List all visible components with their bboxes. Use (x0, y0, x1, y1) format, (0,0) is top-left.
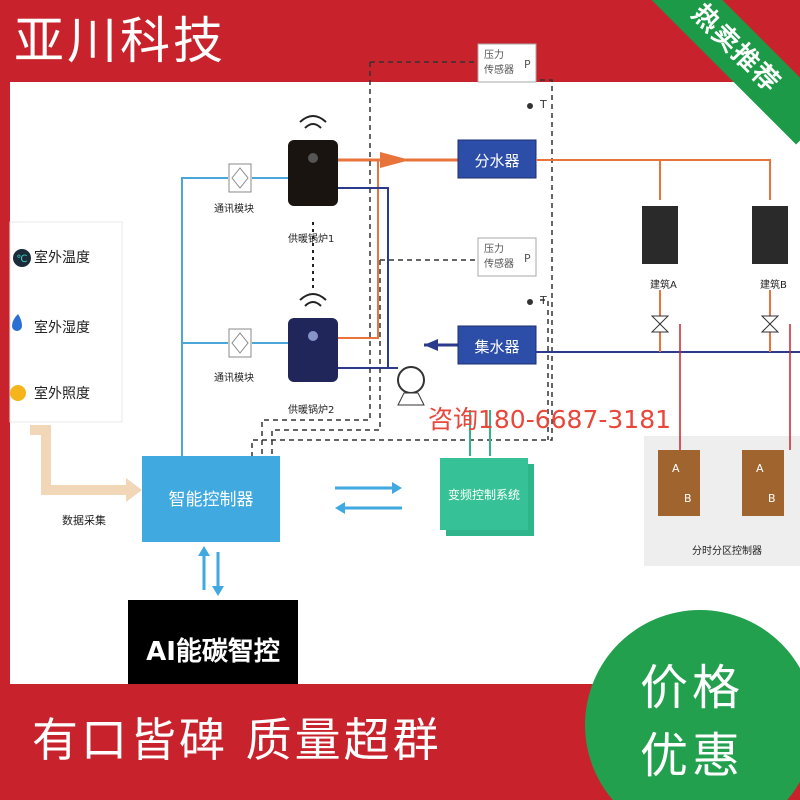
exchange-arrowhead-right (392, 482, 402, 494)
boiler-2 (288, 318, 338, 382)
zone-unit-1-a: A (672, 462, 680, 475)
pressure-sensor-2-label-1: 压力 (484, 242, 504, 255)
pressure-sensor-1-p: P (524, 58, 531, 71)
supply-arrow (380, 152, 410, 168)
ai-brand-label: AI能碳智控 (146, 636, 280, 667)
updown-arrowhead-up (198, 546, 210, 556)
comm-line-1 (181, 177, 228, 456)
brand-name: 亚川科技 (0, 0, 310, 82)
boiler-1 (288, 140, 338, 206)
building-a (642, 206, 678, 264)
boiler-1-gauge (308, 153, 318, 163)
zone-signal-lines (679, 324, 791, 450)
building-risers (659, 290, 771, 352)
updown-arrowhead-down (212, 586, 224, 596)
zone-unit-2-a: A (756, 462, 764, 475)
collector-label: 集水器 (474, 338, 519, 356)
supply-pipe-2 (338, 160, 379, 339)
pressure-sensor-2 (477, 237, 537, 277)
price-badge-line-1: 价格 (640, 660, 745, 716)
signal-line-2 (271, 259, 478, 456)
pump-base (397, 392, 425, 406)
distributor (457, 139, 537, 179)
smart-controller (142, 456, 280, 542)
valve-b (760, 315, 780, 333)
pressure-sensor-1-label-1: 压力 (484, 48, 504, 61)
comm-module-2 (228, 328, 252, 358)
signal-line-3 (251, 79, 553, 456)
price-badge-line-2: 优惠 (640, 728, 745, 784)
comm-module-2-icon (231, 332, 249, 354)
exchange-arrowhead-left (335, 502, 345, 514)
sensor-label-illuminance: 室外照度 (34, 385, 90, 402)
comm-module-1-icon (231, 167, 249, 189)
temp-label-2: T (539, 294, 547, 307)
smart-controller-label: 智能控制器 (169, 490, 254, 510)
signal-line-1 (261, 61, 478, 456)
comm-module-1 (228, 163, 252, 193)
temp-label-1: T (539, 98, 547, 111)
vfd-system-label: 变频控制系统 (448, 487, 520, 502)
collector (457, 325, 537, 365)
vfd-link (469, 410, 491, 456)
pressure-sensor-1 (477, 43, 537, 83)
sensor-label-humidity: 室外湿度 (34, 319, 90, 336)
zone-unit-1-b: B (684, 492, 692, 505)
price-badge (585, 610, 800, 800)
zone-unit-2 (742, 450, 784, 516)
contact-phone[interactable]: 咨询180-6687-3181 (428, 405, 671, 434)
pressure-sensor-2-label-2: 传感器 (484, 257, 514, 270)
pump-icon (397, 366, 425, 394)
signal-line-4 (540, 299, 549, 440)
ai-brand-block (128, 600, 298, 684)
wifi-icon-2 (299, 293, 327, 307)
boiler-2-label: 供暖锅炉2 (288, 403, 334, 416)
data-collect-arrowhead (126, 478, 142, 502)
sensor-label-temperature: 室外温度 (34, 249, 90, 266)
boiler-1-label: 供暖锅炉1 (288, 232, 334, 245)
water-drop-icon (12, 314, 22, 331)
zone-controller-label: 分时分区控制器 (692, 544, 762, 557)
distributor-label: 分水器 (474, 152, 519, 170)
thermometer-icon-glyph: ℃ (16, 254, 27, 265)
data-collect-label: 数据采集 (62, 513, 106, 527)
return-arrow (424, 339, 438, 351)
pressure-sensor-1-label-2: 传感器 (484, 63, 514, 76)
comm-module-1-label: 通讯模块 (214, 203, 254, 215)
slogan: 有口皆碑 质量超群 (32, 713, 442, 767)
supply-to-buildings (536, 159, 771, 200)
zone-unit-1 (658, 450, 700, 516)
boiler-2-gauge (308, 331, 318, 341)
comm-module-2-label: 通讯模块 (214, 372, 254, 384)
wifi-icon-1 (299, 115, 327, 129)
thermometer-icon (13, 249, 31, 267)
vfd-system (440, 458, 528, 530)
zone-unit-2-b: B (768, 492, 776, 505)
valve-a (650, 315, 670, 333)
return-pipe-1 (338, 187, 398, 369)
building-b-label: 建筑B (760, 278, 787, 291)
data-collect-arrow (30, 425, 128, 495)
temp-point-2 (527, 299, 533, 305)
temp-point-1 (527, 103, 533, 109)
building-a-label: 建筑A (650, 278, 677, 291)
sun-icon (10, 385, 26, 401)
pressure-sensor-2-p: P (524, 252, 531, 265)
building-b (752, 206, 788, 264)
